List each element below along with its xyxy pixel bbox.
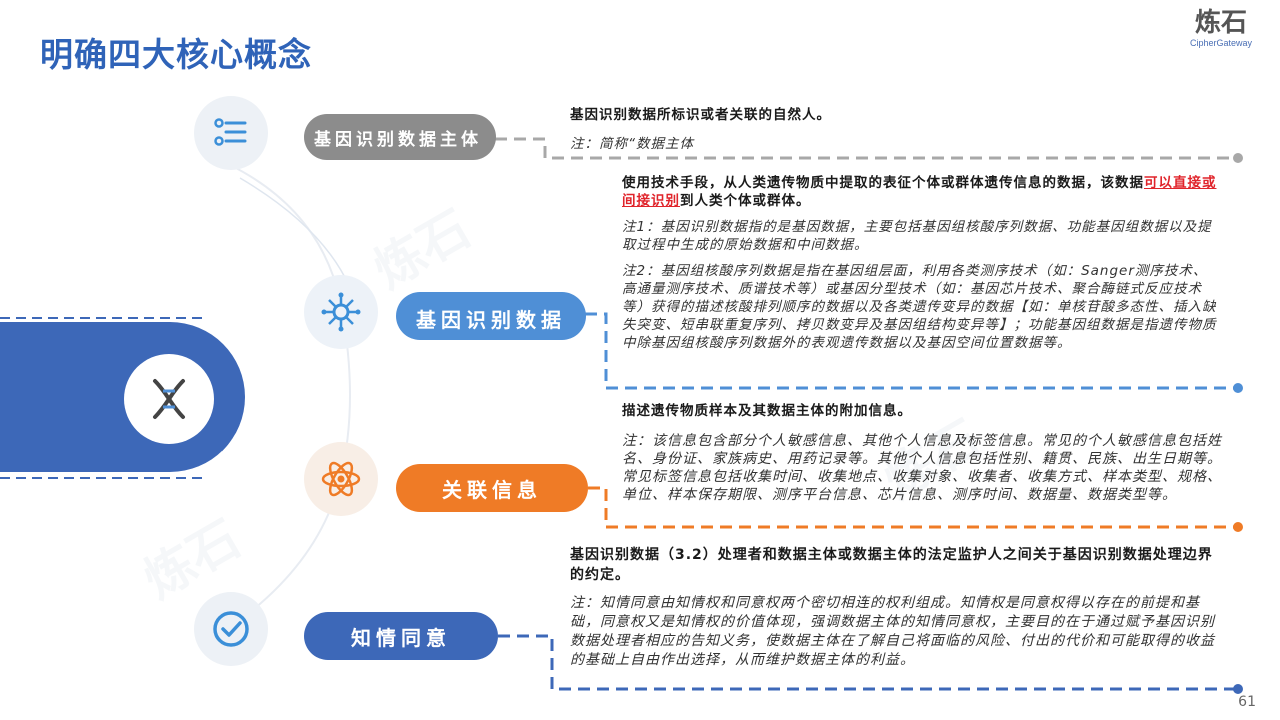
highlighted-phrase: 可以直接或间接识别 xyxy=(622,175,1217,209)
page-title: 明确四大核心概念 xyxy=(40,35,312,74)
definition-text: 到人类个体或群体。 xyxy=(680,193,811,209)
logo-name-en: CipherGateway xyxy=(1189,38,1253,48)
note1-genetic-data: 注1：基因识别数据指的是基因数据，主要包括基因组核酸序列数据、功能基因组数据以及… xyxy=(622,219,1212,253)
atom-icon xyxy=(304,442,378,516)
logo-name-cn: 炼石 xyxy=(1194,8,1247,38)
definition-genetic-data: 使用技术手段，从人类遗传物质中提取的表征个体或群体遗传信息的数据，该数据可以直接… xyxy=(622,174,1218,210)
list-icon xyxy=(194,96,268,170)
definition-text: 使用技术手段，从人类遗传物质中提取的表征个体或群体遗传信息的数据，该数据 xyxy=(622,175,1144,191)
note2-genetic-data: 注2：基因组核酸序列数据是指在基因组层面，利用各类测序技术（如：Sanger测序… xyxy=(622,263,1217,351)
molecule-icon xyxy=(304,275,378,349)
concept-pill-informed-consent: 知情同意 xyxy=(304,612,498,660)
concept-pill-genetic-data: 基因识别数据 xyxy=(396,292,586,340)
note-data-subject: 注：简称“数据主体 xyxy=(570,136,694,152)
check-icon xyxy=(194,592,268,666)
concept-pill-label: 基因识别数据 xyxy=(416,308,566,332)
note-informed-consent: 注：知情同意由知情权和同意权两个密切相连的权利组成。知情权是同意权得以存在的前提… xyxy=(570,595,1215,668)
concept-pill-associated-info: 关联信息 xyxy=(396,464,588,512)
company-logo: 炼石 CipherGateway xyxy=(1176,8,1266,48)
definition-data-subject: 基因识别数据所标识或者关联的自然人。 xyxy=(570,107,831,123)
definition-informed-consent: 基因识别数据（3.2）处理者和数据主体或数据主体的法定监护人之间关于基因识别数据… xyxy=(570,547,1213,583)
definition-associated-info: 描述遗传物质样本及其数据主体的附加信息。 xyxy=(622,403,912,419)
page-number: 61 xyxy=(1238,694,1256,710)
dna-icon xyxy=(124,354,214,444)
concept-pill-data-subject: 基因识别数据主体 xyxy=(304,114,496,160)
note-associated-info: 注：该信息包含部分个人敏感信息、其他个人信息及标签信息。常见的个人敏感信息包括姓… xyxy=(622,433,1222,503)
